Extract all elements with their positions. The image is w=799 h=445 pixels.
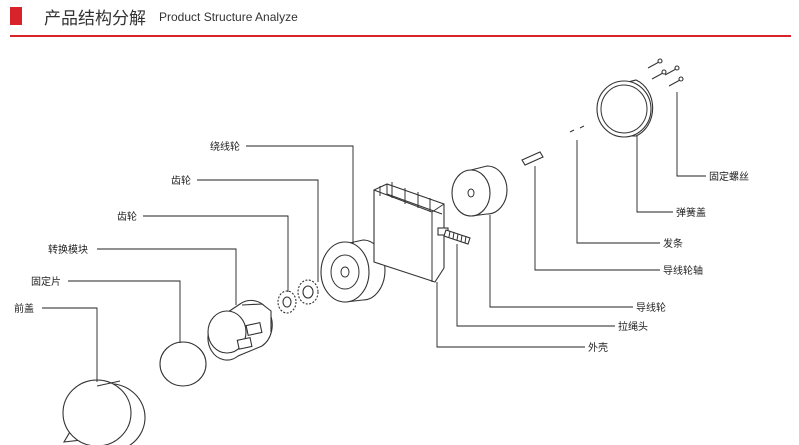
label-conversion-module: 转换模块 xyxy=(48,243,88,256)
part-screws xyxy=(647,58,684,87)
header-accent-bar xyxy=(10,7,22,25)
part-rope-head xyxy=(443,229,471,245)
part-gear-large xyxy=(297,279,319,305)
label-fixing-screws: 固定螺丝 xyxy=(709,170,749,183)
label-housing: 外壳 xyxy=(588,341,608,354)
label-gear-2: 齿轮 xyxy=(117,210,137,223)
label-rope-head: 拉绳头 xyxy=(618,320,648,333)
part-conversion-module xyxy=(207,299,273,361)
header-divider xyxy=(10,35,791,37)
part-fixing-plate xyxy=(159,341,207,387)
part-spring-cover xyxy=(596,79,654,138)
part-gear-small xyxy=(277,290,297,314)
label-winding-wheel: 绕线轮 xyxy=(210,140,240,153)
label-guide-wheel: 导线轮 xyxy=(636,301,666,314)
leader-lines xyxy=(42,92,706,382)
page-title: 产品结构分解 xyxy=(44,9,146,29)
part-spring xyxy=(569,125,585,133)
label-spring-cover: 弹簧盖 xyxy=(676,206,706,219)
label-fixing-plate: 固定片 xyxy=(31,275,61,288)
label-front-cover: 前盖 xyxy=(14,302,34,315)
page-subtitle: Product Structure Analyze xyxy=(159,10,298,24)
label-guide-shaft: 导线轮轴 xyxy=(663,264,703,277)
part-housing xyxy=(373,182,449,283)
part-guide-shaft xyxy=(521,151,544,166)
label-gear-1: 齿轮 xyxy=(171,174,191,187)
label-spring: 发条 xyxy=(663,237,683,250)
part-guide-wheel xyxy=(451,165,508,217)
part-front-cover xyxy=(62,379,146,445)
